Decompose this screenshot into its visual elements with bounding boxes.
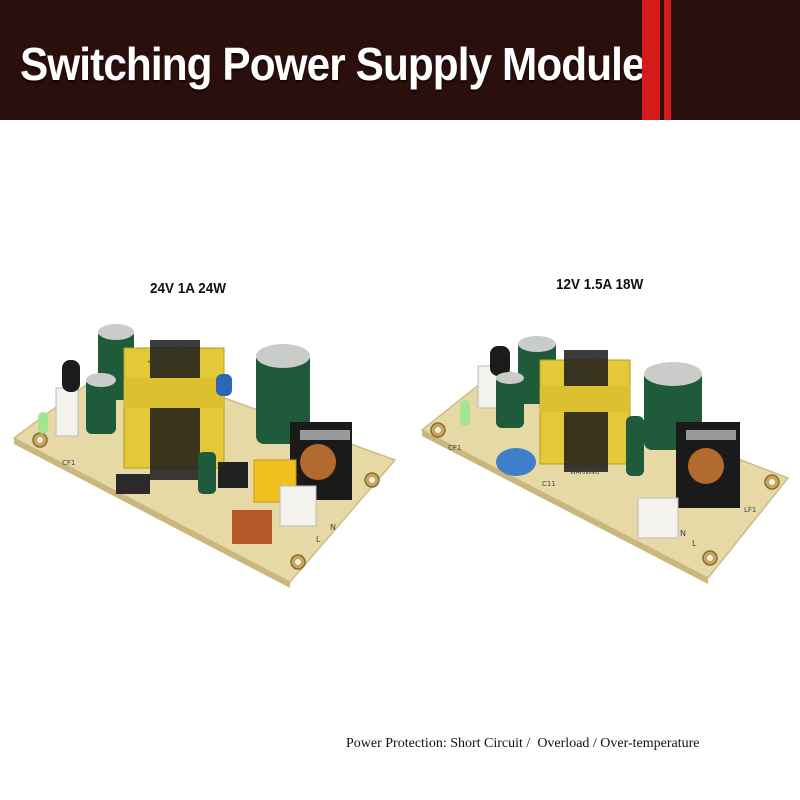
y-capacitor xyxy=(496,448,536,476)
input-connector xyxy=(637,497,679,539)
pcb-edge xyxy=(14,438,290,588)
bridge-rectifier xyxy=(218,462,248,488)
led xyxy=(38,412,48,434)
spec-label-12v: 12V 1.5A 18W xyxy=(556,276,644,293)
silkscreen-warning: WARNING xyxy=(570,469,600,476)
header-banner: Switching Power Supply Module xyxy=(0,0,800,120)
capacitor xyxy=(626,416,644,476)
capacitor xyxy=(198,452,216,494)
red-stripe xyxy=(642,0,660,120)
small-capacitor xyxy=(62,360,80,392)
output-connector xyxy=(55,387,79,437)
silkscreen-l: L xyxy=(692,539,697,548)
power-supply-board-24v: XPJ-04F CF1 L N xyxy=(12,324,397,588)
pcb-edge xyxy=(422,430,708,584)
silkscreen-n: N xyxy=(680,529,686,538)
silkscreen-l: L xyxy=(316,535,321,544)
capacitor xyxy=(86,378,116,434)
input-connector xyxy=(279,485,317,527)
power-supply-board-12v: XPJ-01C CF1 C11 WARNING LF1 L N xyxy=(420,336,790,584)
spec-label-24v: 24V 1A 24W xyxy=(150,280,227,297)
safety-capacitor xyxy=(232,510,272,544)
silkscreen-c11: C11 xyxy=(542,480,556,488)
blue-capacitor xyxy=(216,374,232,396)
ic-chip xyxy=(116,474,150,494)
capacitor xyxy=(496,376,524,428)
silkscreen-cf1: CF1 xyxy=(62,459,75,467)
main-capacitor xyxy=(256,352,310,444)
silkscreen-cf1: CF1 xyxy=(448,444,461,452)
protection-caption: Power Protection: Short Circuit / Overlo… xyxy=(346,736,700,751)
small-capacitor xyxy=(490,346,510,376)
red-stripe-thin xyxy=(664,0,671,120)
led xyxy=(460,400,470,426)
silkscreen-lf1: LF1 xyxy=(744,506,756,514)
page-title: Switching Power Supply Module xyxy=(20,38,646,90)
silkscreen-n: N xyxy=(330,523,336,532)
